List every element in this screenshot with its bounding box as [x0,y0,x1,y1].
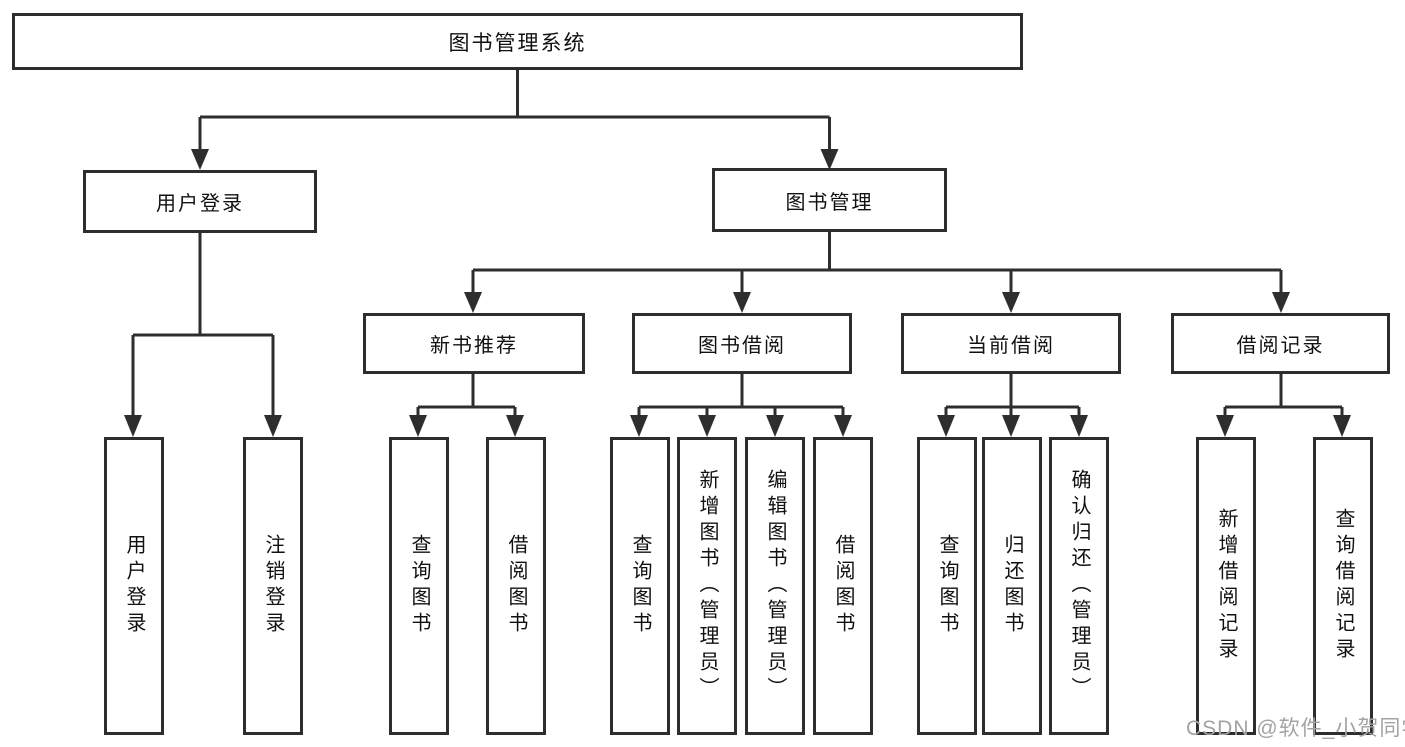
node-new-book-recommendation: 新书推荐 [363,313,585,374]
node-label: 图书管理 [785,191,874,214]
leaf-label: 查询借阅记录 [1332,508,1354,664]
leaf-edit-book-admin: 编辑图书（管理员） [745,437,805,735]
leaf-label: 确认归还（管理员） [1068,469,1090,703]
leaf-label: 归还图书 [1001,534,1023,638]
leaf-query-books-recommend: 查询图书 [389,437,449,735]
leaf-label: 用户登录 [123,534,145,638]
leaf-logout: 注销登录 [243,437,303,735]
node-book-management: 图书管理 [712,168,947,232]
csdn-watermark: CSDN @软件_小贺同学 [1186,717,1405,740]
node-book-borrowing: 图书借阅 [632,313,852,374]
leaf-label: 查询图书 [408,534,430,638]
leaf-label: 查询图书 [629,534,651,638]
node-library-management-system: 图书管理系统 [12,13,1023,70]
node-label: 图书借阅 [698,335,786,357]
leaf-query-borrow-record: 查询借阅记录 [1313,437,1373,735]
node-label: 当前借阅 [967,335,1055,357]
leaf-confirm-return-admin: 确认归还（管理员） [1049,437,1109,735]
leaf-label: 新增借阅记录 [1215,508,1237,664]
node-label: 新书推荐 [430,335,518,357]
leaf-query-books-borrowing: 查询图书 [610,437,670,735]
leaf-query-books-current: 查询图书 [917,437,977,735]
leaf-user-login: 用户登录 [104,437,164,735]
leaf-return-books: 归还图书 [982,437,1042,735]
leaf-add-borrow-record: 新增借阅记录 [1196,437,1256,735]
leaf-label: 编辑图书（管理员） [764,469,786,703]
node-user-login: 用户登录 [83,170,317,233]
leaf-add-book-admin: 新增图书（管理员） [677,437,737,735]
node-label: 借阅记录 [1236,335,1325,357]
node-borrowing-records: 借阅记录 [1171,313,1390,374]
leaf-label: 注销登录 [262,534,284,638]
leaf-label: 新增图书（管理员） [696,469,718,703]
node-label: 用户登录 [156,193,244,215]
node-label: 图书管理系统 [448,31,587,55]
leaf-label: 借阅图书 [832,534,854,638]
node-current-borrowing: 当前借阅 [901,313,1121,374]
leaf-borrow-books-borrowing: 借阅图书 [813,437,873,735]
leaf-label: 查询图书 [936,534,958,638]
leaf-label: 借阅图书 [505,534,527,638]
leaf-borrow-books-recommend: 借阅图书 [486,437,546,735]
